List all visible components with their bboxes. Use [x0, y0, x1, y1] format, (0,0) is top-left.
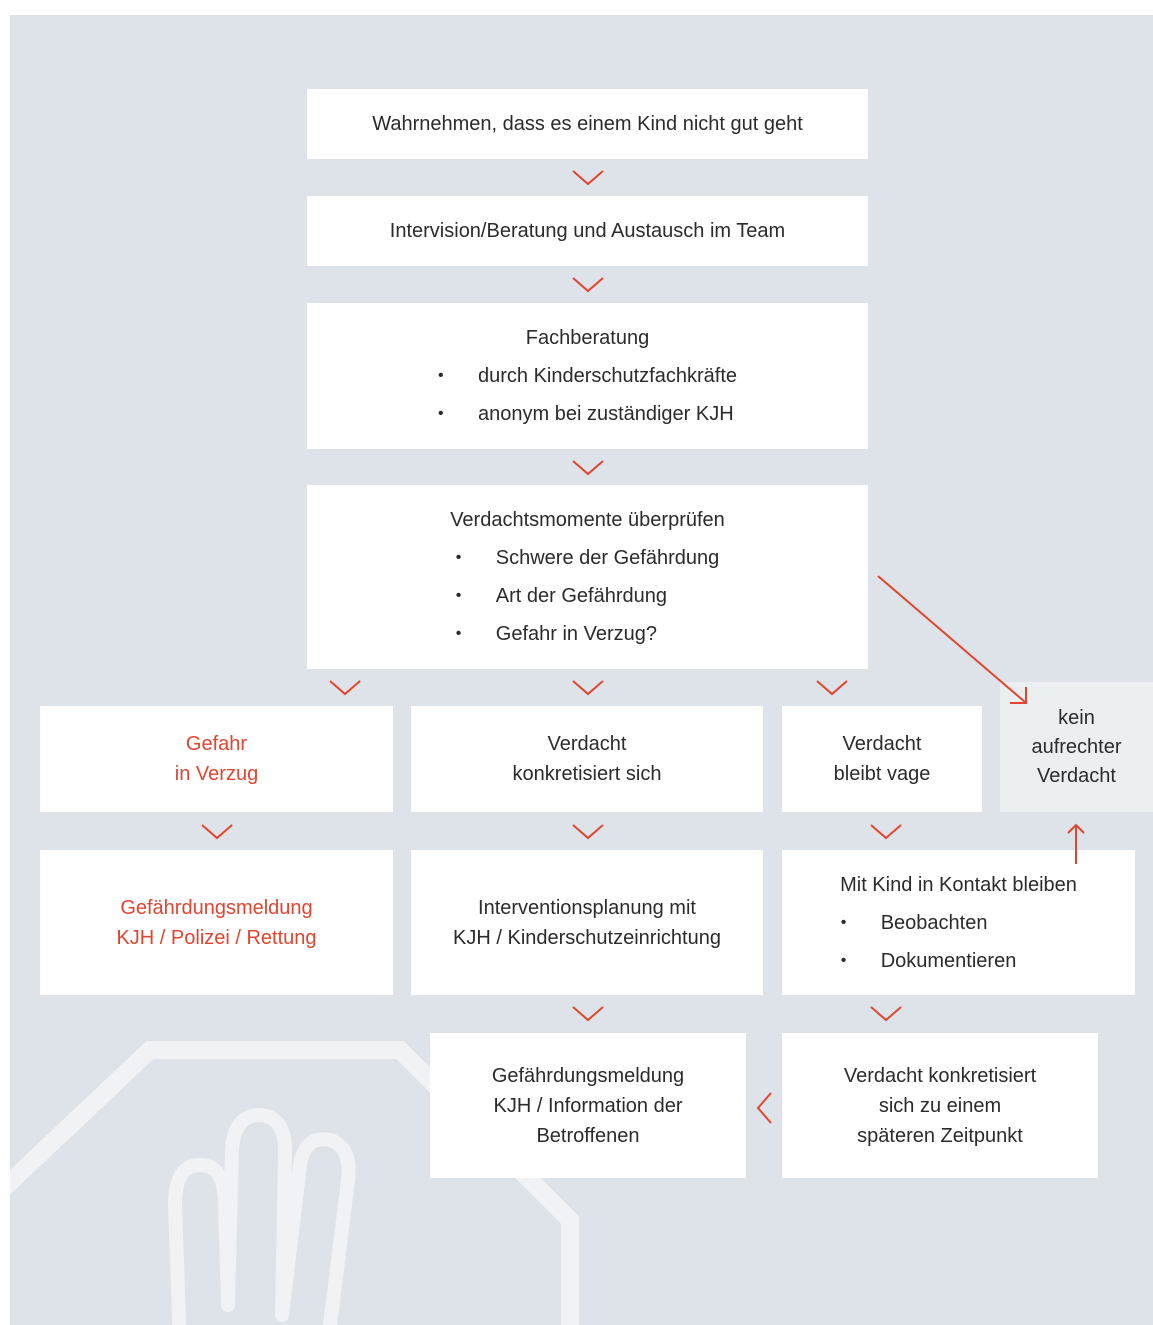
- chevron-down-icon: [572, 680, 604, 696]
- chevron-down-icon: [816, 680, 848, 696]
- branch-kein-verdacht: kein aufrechter Verdacht: [1000, 682, 1153, 812]
- chevron-down-icon: [572, 170, 604, 186]
- meldung-info-line1: Gefährdungsmeldung: [491, 1064, 685, 1087]
- intervention-line2: KJH / Kinderschutzeinrichtung: [453, 926, 721, 949]
- branch-konkret-line2: konkretisiert sich: [512, 763, 662, 785]
- list-item: Dokumentieren: [841, 942, 1017, 980]
- branch-gefahr-line1: Gefahr: [185, 733, 248, 755]
- chevron-down-icon: [572, 460, 604, 476]
- branch-vage-line1: Verdacht: [842, 733, 922, 755]
- interventionsplanung: Interventionsplanung mit KJH / Kindersch…: [411, 850, 763, 995]
- list-item: Art der Gefährdung: [456, 577, 719, 615]
- stop-hand-watermark-icon: [10, 1041, 579, 1325]
- gefaehrdungsmeldung-polizei: Gefährdungsmeldung KJH / Polizei / Rettu…: [40, 850, 393, 995]
- step-perceive-text: Wahrnehmen, dass es einem Kind nicht gut…: [372, 113, 803, 135]
- branch-kein-line1: kein: [1058, 706, 1095, 729]
- list-item: Beobachten: [841, 904, 1017, 942]
- branch-kein-line3: Verdacht: [1037, 764, 1116, 787]
- meldung-info-line3: Betroffenen: [536, 1124, 640, 1147]
- meldung-info-line2: KJH / Information der: [493, 1094, 683, 1117]
- kontakt-title: Mit Kind in Kontakt bleiben: [840, 873, 1077, 896]
- chevron-down-icon: [572, 277, 604, 293]
- chevron-down-icon: [870, 824, 902, 840]
- chevron-down-icon: [572, 1006, 604, 1022]
- branch-kein-line2: aufrechter: [1031, 735, 1122, 758]
- branch-gefahr-line2: in Verzug: [174, 763, 259, 785]
- chevron-left-icon: [756, 1092, 772, 1124]
- chevron-down-icon: [201, 824, 233, 840]
- mit-kind-in-kontakt: Mit Kind in Kontakt bleiben Beobachten D…: [782, 850, 1135, 995]
- branch-verdacht-vage: Verdacht bleibt vage: [782, 706, 982, 812]
- list-item: Gefahr in Verzug?: [456, 615, 719, 653]
- gefaehrdungsmeldung-information: Gefährdungsmeldung KJH / Information der…: [430, 1033, 746, 1178]
- step-fachberatung: Fachberatung durch Kinderschutzfachkräft…: [307, 303, 868, 449]
- spaeter-line2: sich zu einem: [878, 1094, 1002, 1117]
- meldung-polizei-line2: KJH / Polizei / Rettung: [116, 926, 317, 949]
- spaeter-line3: späteren Zeitpunkt: [857, 1124, 1023, 1147]
- step-verdacht-pruefen: Verdachtsmomente überprüfen Schwere der …: [307, 485, 868, 669]
- arrow-diagonal-icon: [877, 575, 1027, 704]
- chevron-down-icon: [870, 1006, 902, 1022]
- step-intervision: Intervision/Beratung und Austausch im Te…: [307, 196, 868, 266]
- chevron-down-icon: [329, 680, 361, 696]
- flowchart-canvas: Wahrnehmen, dass es einem Kind nicht gut…: [10, 15, 1153, 1325]
- chevron-down-icon: [572, 824, 604, 840]
- arrow-up-icon: [1067, 823, 1085, 864]
- branch-vage-line2: bleibt vage: [833, 763, 931, 785]
- list-item: anonym bei zuständiger KJH: [438, 395, 737, 433]
- branch-konkret-line1: Verdacht: [547, 733, 627, 755]
- intervention-line1: Interventionsplanung mit: [478, 896, 696, 919]
- step-fachberatung-title: Fachberatung: [525, 327, 650, 349]
- step-verdacht-pruefen-title: Verdachtsmomente überprüfen: [450, 509, 725, 531]
- step-intervision-text: Intervision/Beratung und Austausch im Te…: [389, 220, 786, 242]
- verdacht-spaeter: Verdacht konkretisiert sich zu einem spä…: [782, 1033, 1098, 1178]
- meldung-polizei-line1: Gefährdungsmeldung: [120, 896, 313, 919]
- list-item: Schwere der Gefährdung: [456, 539, 719, 577]
- spaeter-line1: Verdacht konkretisiert: [843, 1064, 1037, 1087]
- step-perceive: Wahrnehmen, dass es einem Kind nicht gut…: [307, 89, 868, 159]
- list-item: durch Kinderschutzfachkräfte: [438, 357, 737, 395]
- branch-gefahr-in-verzug: Gefahr in Verzug: [40, 706, 393, 812]
- branch-verdacht-konkret: Verdacht konkretisiert sich: [411, 706, 763, 812]
